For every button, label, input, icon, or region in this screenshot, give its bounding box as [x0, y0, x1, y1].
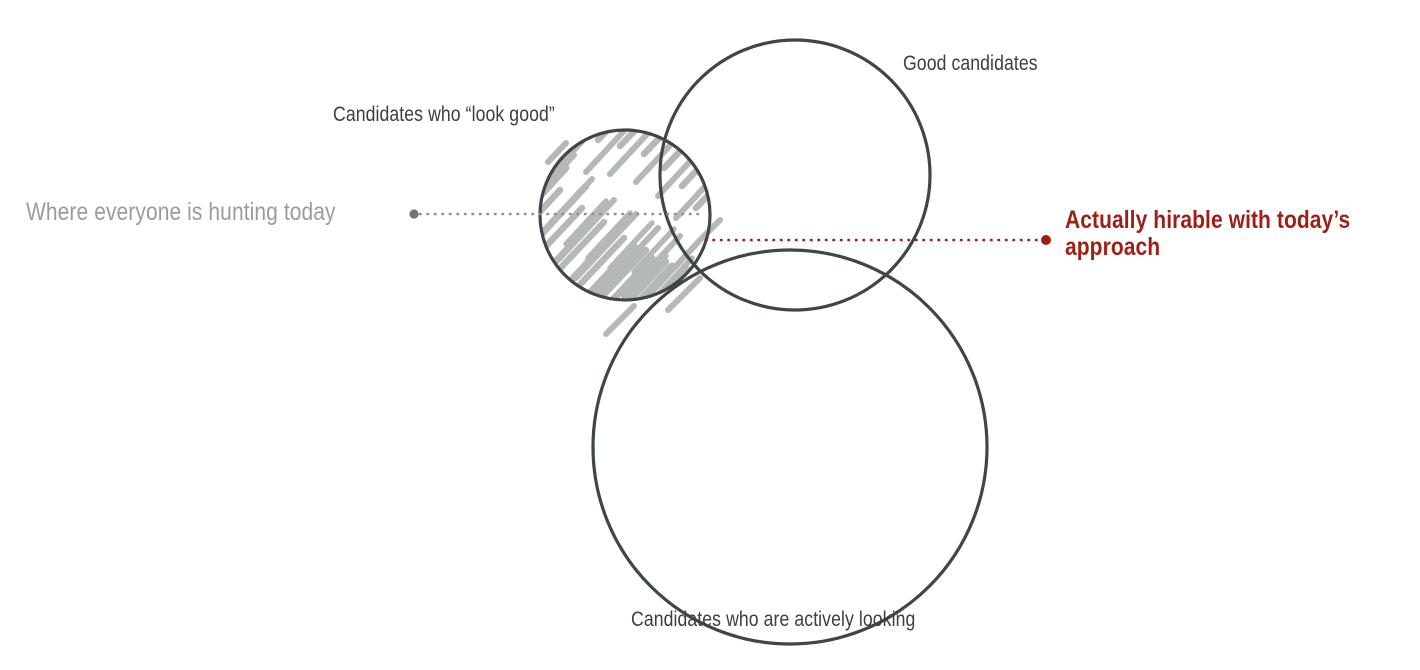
red-leader-dot [1041, 235, 1051, 245]
annotation-hirable-line-1: Actually hirable with today’s [1065, 206, 1351, 234]
annotation-hirable-line-2: approach [1065, 233, 1161, 261]
label-candidates-who-look-good: Candidates who “look good” [333, 103, 555, 126]
circle-actively-looking [591, 248, 989, 646]
circle-good-candidates [658, 38, 932, 312]
gray-leader-dot [409, 209, 419, 219]
gray-hatch-fill [540, 130, 710, 300]
annotation-where-everyone-is-hunting-today: Where everyone is hunting today [26, 198, 336, 226]
label-candidates-actively-looking: Candidates who are actively looking [631, 608, 916, 631]
label-good-candidates: Good candidates [903, 52, 1038, 75]
gray-hatch-overflow-strokes [545, 140, 723, 337]
red-leader-line [704, 235, 1051, 245]
gray-leader-line [409, 209, 700, 219]
